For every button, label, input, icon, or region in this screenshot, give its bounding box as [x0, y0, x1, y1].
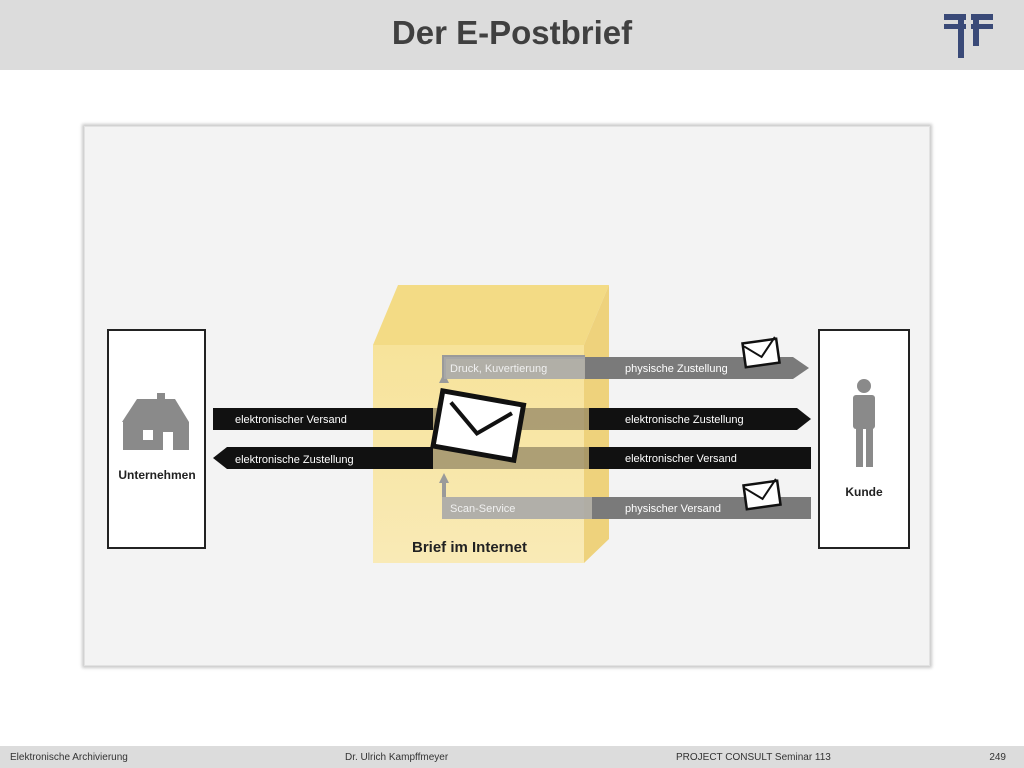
brief-im-internet-label: Brief im Internet	[412, 539, 527, 556]
arrow-elektronischer-versand-left: elektronischer Versand	[213, 408, 433, 430]
arrow-elektronische-zustellung-left: elektronische Zustellung	[213, 447, 433, 469]
physische-zustellung-label: physische Zustellung	[625, 363, 728, 375]
physischer-versand-label: physischer Versand	[625, 503, 721, 515]
unternehmen-label: Unternehmen	[118, 468, 195, 482]
footer-course: Elektronische Archivierung	[10, 752, 128, 763]
arrow-elektronische-zustellung-right: elektronische Zustellung	[589, 408, 811, 430]
footer-author: Dr. Ulrich Kampffmeyer	[345, 752, 449, 763]
diagram-frame: Unternehmen Kunde Druck, Kuvertierung ph…	[84, 126, 930, 666]
elektronische-zustellung-left-label: elektronische Zustellung	[235, 454, 354, 466]
project-consult-logo-icon	[944, 14, 993, 58]
slide-header: Der E-Postbrief	[0, 0, 1024, 70]
arrow-scan-service: Scan-Service	[439, 473, 592, 519]
e-postbrief-diagram: Unternehmen Kunde Druck, Kuvertierung ph…	[107, 285, 910, 563]
elektronische-zustellung-right-label: elektronische Zustellung	[625, 414, 744, 426]
kunde-label: Kunde	[845, 485, 883, 499]
footer-seminar: PROJECT CONSULT Seminar 113	[676, 752, 831, 763]
druck-kuvertierung-label: Druck, Kuvertierung	[450, 363, 547, 375]
elektronischer-versand-left-label: elektronischer Versand	[235, 414, 347, 426]
slide-title: Der E-Postbrief	[391, 14, 633, 51]
kunde-box: Kunde	[818, 329, 910, 549]
scan-service-label: Scan-Service	[450, 503, 515, 515]
person-icon	[853, 379, 875, 467]
arrow-elektronischer-versand-right: elektronischer Versand	[589, 447, 811, 469]
arrow-druck-kuvertierung: Druck, Kuvertierung	[439, 355, 585, 383]
slide-footer: Elektronische Archivierung Dr. Ulrich Ka…	[0, 746, 1024, 768]
envelope-icon	[742, 478, 782, 511]
house-icon	[122, 393, 189, 450]
unternehmen-box: Unternehmen	[107, 329, 206, 549]
envelope-icon	[430, 387, 527, 464]
envelope-icon	[741, 336, 781, 369]
elektronischer-versand-right-label: elektronischer Versand	[625, 453, 737, 465]
page-number: 249	[989, 752, 1006, 763]
